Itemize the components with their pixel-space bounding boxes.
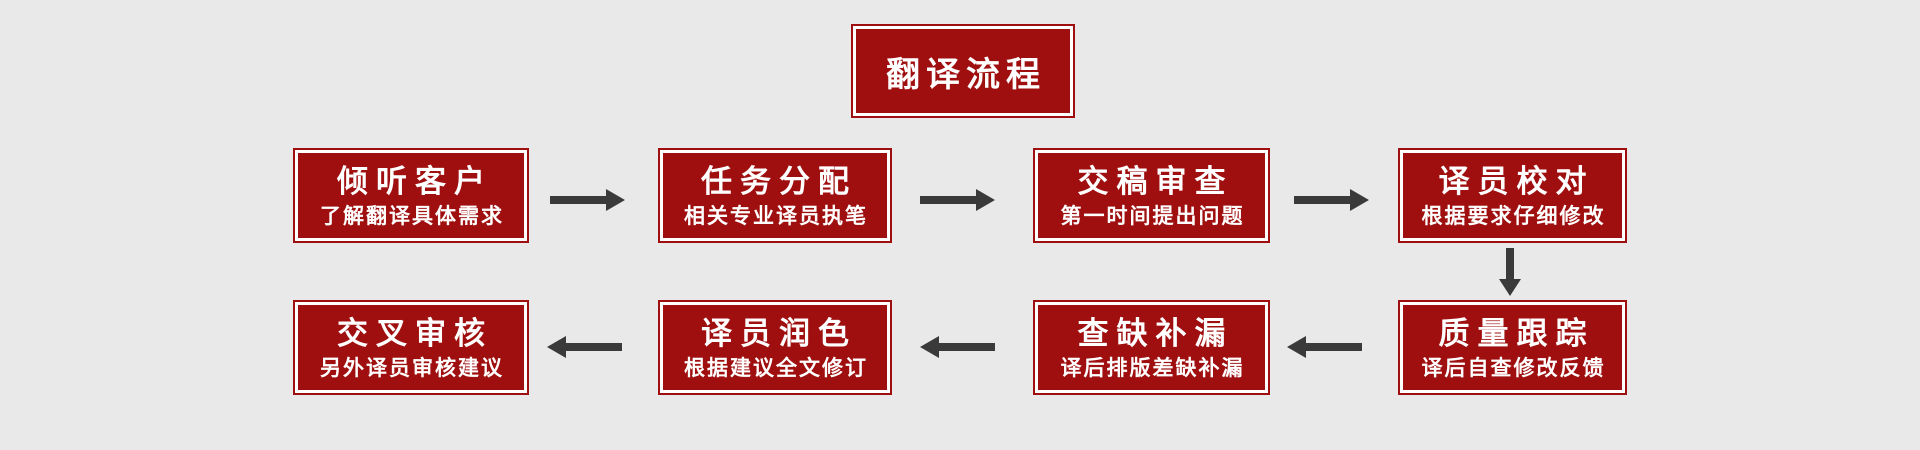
step-subtitle: 译后自查修改反馈 [1421, 355, 1606, 380]
step-draft-review: 交稿审查 第一时间提出问题 [1035, 150, 1268, 241]
arrow-head [1499, 279, 1521, 296]
arrow-right-icon [550, 189, 625, 211]
step-title: 交稿审查 [1077, 163, 1234, 200]
step-listen-customer: 倾听客户 了解翻译具体需求 [295, 150, 527, 241]
step-subtitle: 根据要求仔细修改 [1421, 203, 1606, 228]
step-title: 译员润色 [701, 315, 857, 352]
step-subtitle: 根据建议全文修订 [684, 355, 868, 380]
step-title: 查缺补漏 [1077, 315, 1234, 352]
arrow-left-icon [1287, 336, 1362, 358]
arrow-down-icon [1499, 248, 1521, 296]
arrow-right-icon [920, 189, 995, 211]
arrow-head [606, 189, 625, 211]
flowchart-title-box: 翻译流程 [853, 26, 1073, 116]
arrow-shaft [1306, 343, 1362, 351]
arrow-shaft [920, 196, 976, 204]
arrow-head [1350, 189, 1369, 211]
flowchart-title: 翻译流程 [886, 54, 1046, 95]
step-title: 交叉审核 [337, 315, 493, 352]
step-subtitle: 第一时间提出问题 [1060, 203, 1245, 228]
arrow-right-icon [1294, 189, 1369, 211]
step-subtitle: 了解翻译具体需求 [320, 203, 504, 228]
step-translator-polish: 译员润色 根据建议全文修订 [660, 302, 890, 393]
arrow-head [920, 336, 939, 358]
step-subtitle: 译后排版差缺补漏 [1060, 355, 1245, 380]
arrow-shaft [939, 343, 995, 351]
arrow-head [547, 336, 566, 358]
arrow-shaft [1506, 248, 1514, 279]
arrow-head [1287, 336, 1306, 358]
step-title: 任务分配 [701, 163, 857, 200]
arrow-left-icon [547, 336, 622, 358]
step-title: 倾听客户 [337, 163, 493, 200]
step-translator-proofread: 译员校对 根据要求仔细修改 [1400, 150, 1625, 241]
arrow-left-icon [920, 336, 995, 358]
step-title: 质量跟踪 [1438, 315, 1595, 352]
step-cross-review: 交叉审核 另外译员审核建议 [295, 302, 527, 393]
step-subtitle: 相关专业译员执笔 [684, 203, 868, 228]
arrow-shaft [1294, 196, 1350, 204]
step-subtitle: 另外译员审核建议 [320, 355, 504, 380]
arrow-head [976, 189, 995, 211]
step-check-fill-gaps: 查缺补漏 译后排版差缺补漏 [1035, 302, 1268, 393]
arrow-shaft [566, 343, 622, 351]
arrow-shaft [550, 196, 606, 204]
step-title: 译员校对 [1438, 163, 1595, 200]
step-task-assignment: 任务分配 相关专业译员执笔 [660, 150, 890, 241]
step-quality-tracking: 质量跟踪 译后自查修改反馈 [1400, 302, 1625, 393]
